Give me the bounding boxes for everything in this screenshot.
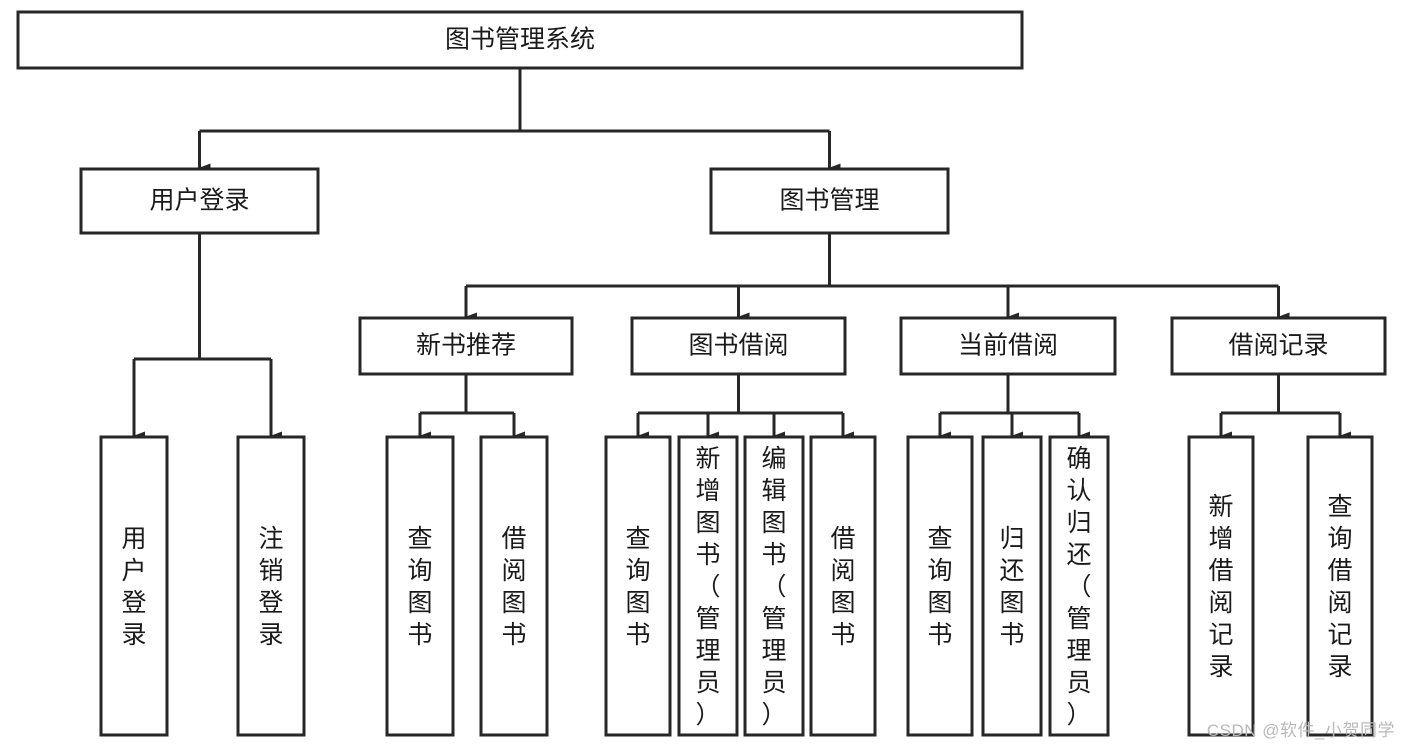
node-label: 图书管理系统	[445, 26, 595, 54]
node-label: 用户登录	[121, 525, 146, 649]
node-l9[interactable]: 查询图书	[906, 435, 974, 737]
node-label: 借阅图书	[830, 525, 855, 649]
node-l2[interactable]: 注销登录	[236, 435, 306, 737]
node-borrow[interactable]: 图书借阅	[630, 316, 847, 376]
node-box	[79, 167, 320, 235]
node-l11[interactable]: 确认归还（管理员）	[1048, 435, 1110, 737]
node-l8[interactable]: 借阅图书	[809, 435, 877, 737]
node-label: 当前借阅	[958, 332, 1058, 360]
node-records[interactable]: 借阅记录	[1170, 316, 1387, 376]
node-l5[interactable]: 查询图书	[604, 435, 672, 737]
node-box	[1170, 316, 1387, 376]
node-label: 图书管理	[779, 187, 879, 215]
edges-layer	[132, 68, 1351, 441]
node-label: 新书推荐	[416, 332, 516, 360]
node-label: 新增图书（管理员）	[695, 445, 720, 729]
node-label: 新增借阅记录	[1208, 493, 1233, 681]
node-label: 确认归还（管理员）	[1066, 445, 1091, 729]
node-label: 图书借阅	[688, 332, 788, 360]
nodes-layer: 图书管理系统用户登录图书管理新书推荐图书借阅当前借阅借阅记录用户登录注销登录查询…	[16, 10, 1387, 737]
node-l6[interactable]: 新增图书（管理员）	[677, 435, 739, 737]
node-box	[899, 316, 1117, 376]
node-box	[630, 316, 847, 376]
node-l10[interactable]: 归还图书	[981, 435, 1043, 737]
node-label: 注销登录	[258, 525, 283, 649]
node-l3[interactable]: 查询图书	[385, 435, 455, 737]
node-box	[1306, 435, 1374, 737]
node-label: 借阅图书	[501, 525, 526, 649]
node-bookmgmt[interactable]: 图书管理	[709, 167, 950, 235]
node-label: 用户登录	[149, 187, 249, 215]
node-l1[interactable]: 用户登录	[99, 435, 169, 737]
node-label: 编辑图书（管理员）	[761, 445, 786, 729]
node-box	[16, 10, 1024, 70]
node-root[interactable]: 图书管理系统	[16, 10, 1024, 70]
node-l7[interactable]: 编辑图书（管理员）	[743, 435, 805, 737]
node-box	[99, 435, 169, 737]
node-login[interactable]: 用户登录	[79, 167, 320, 235]
node-label: 归还图书	[999, 525, 1024, 649]
node-box	[604, 435, 672, 737]
node-box	[358, 316, 574, 376]
node-label: 查询借阅记录	[1327, 493, 1352, 681]
node-l12[interactable]: 新增借阅记录	[1187, 435, 1255, 737]
node-box	[1187, 435, 1255, 737]
watermark-text: CSDN @软件_小贺同学	[1206, 721, 1395, 740]
node-label: 查询图书	[927, 525, 952, 649]
node-box	[809, 435, 877, 737]
node-box	[236, 435, 306, 737]
node-label: 借阅记录	[1228, 332, 1328, 360]
node-box	[385, 435, 455, 737]
node-l4[interactable]: 借阅图书	[479, 435, 549, 737]
node-label: 查询图书	[407, 525, 432, 649]
node-box	[743, 435, 805, 737]
node-label: 查询图书	[625, 525, 650, 649]
node-box	[981, 435, 1043, 737]
node-box	[677, 435, 739, 737]
node-newbook[interactable]: 新书推荐	[358, 316, 574, 376]
node-box	[906, 435, 974, 737]
node-box	[1048, 435, 1110, 737]
node-box	[479, 435, 549, 737]
node-current[interactable]: 当前借阅	[899, 316, 1117, 376]
node-box	[709, 167, 950, 235]
node-l13[interactable]: 查询借阅记录	[1306, 435, 1374, 737]
